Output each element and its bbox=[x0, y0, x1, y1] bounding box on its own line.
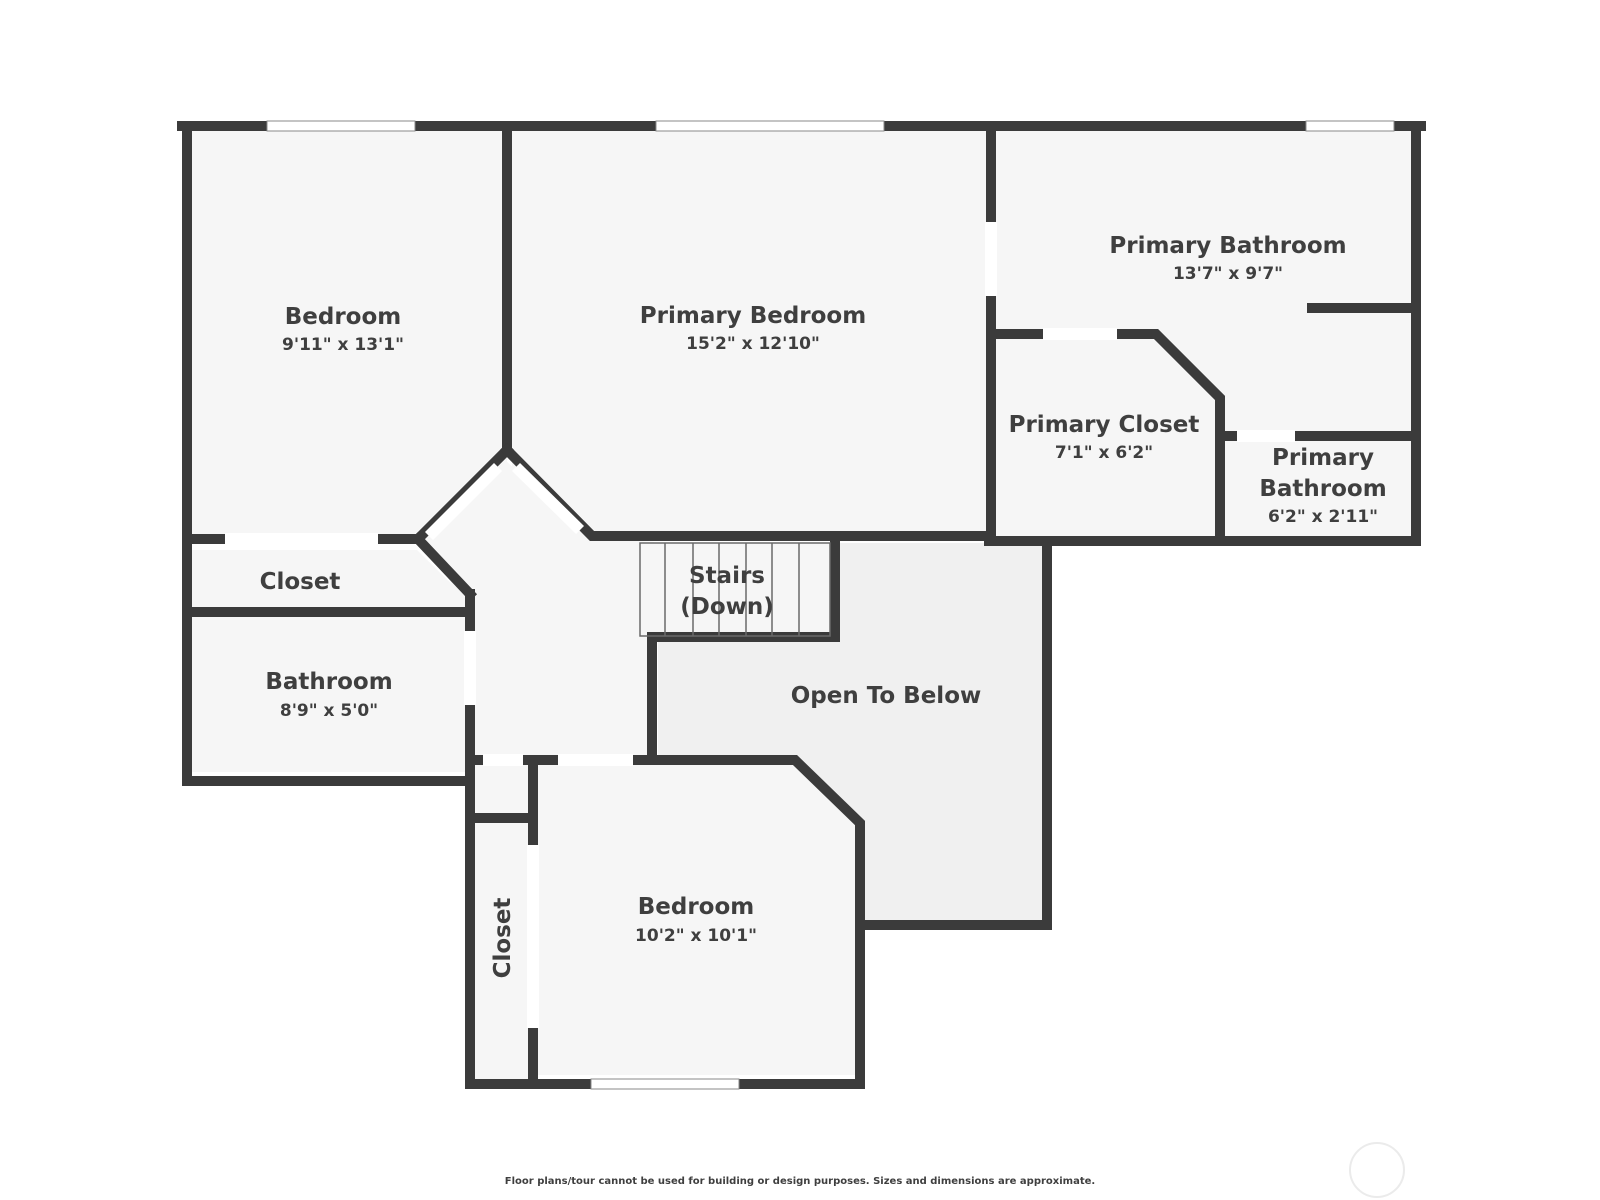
room-name-bathroom: Bathroom bbox=[265, 669, 392, 695]
window-bedroom-s bbox=[590, 1078, 740, 1090]
room-name-primary-bathroom: Primary Bathroom bbox=[1109, 233, 1346, 259]
room-name-stairs-line1: Stairs bbox=[689, 563, 765, 589]
stairs-outline bbox=[639, 542, 831, 637]
room-dims-primary-closet: 7'1" x 6'2" bbox=[1055, 443, 1153, 463]
door-closet-west bbox=[225, 533, 378, 545]
wall-stairs-box bbox=[647, 536, 840, 760]
windows bbox=[266, 120, 1395, 1090]
room-dims-primary-bathroom: 13'7" x 9'7" bbox=[1173, 264, 1283, 284]
open-to-below-fill bbox=[658, 543, 1044, 920]
room-dims-bedroom-nw: 9'11" x 13'1" bbox=[282, 335, 404, 355]
wall-open-below-east bbox=[855, 536, 1052, 930]
room-name-primary-closet: Primary Closet bbox=[1009, 412, 1200, 438]
exterior-wall-west-upper bbox=[182, 121, 472, 786]
room-dims-bedroom-s: 10'2" x 10'1" bbox=[635, 926, 757, 946]
bathroom-fill bbox=[187, 617, 467, 772]
door-primary-closet bbox=[1043, 328, 1117, 340]
door-bedroom-nw bbox=[425, 463, 502, 540]
closet-west-fill bbox=[187, 550, 468, 607]
window-primary-bathroom bbox=[1305, 120, 1395, 132]
hallway-fill bbox=[424, 460, 654, 765]
watermark-logo-icon bbox=[1349, 1142, 1405, 1198]
room-dims-bathroom: 8'9" x 5'0" bbox=[280, 701, 378, 721]
disclaimer-text: Floor plans/tour cannot be used for buil… bbox=[504, 1176, 1096, 1187]
door-bathroom bbox=[464, 631, 476, 705]
room-name-primary-bedroom: Primary Bedroom bbox=[640, 303, 866, 329]
primary-bedroom-fill bbox=[512, 131, 991, 536]
window-primary-bedroom bbox=[655, 120, 885, 132]
bedroom-s-fill bbox=[538, 760, 855, 1075]
room-dims-small-bath: 6'2" x 2'11" bbox=[1268, 507, 1378, 527]
doors bbox=[225, 222, 1295, 1028]
bedroom-nw-fill bbox=[187, 131, 507, 542]
room-name-open-to-below: Open To Below bbox=[791, 683, 982, 709]
room-name-bedroom-nw: Bedroom bbox=[285, 304, 402, 330]
room-name-closet-west: Closet bbox=[260, 569, 341, 595]
door-primary-bedroom-bath bbox=[985, 222, 997, 296]
room-fills bbox=[187, 131, 1416, 1080]
room-name-small-bath-line1: Primary bbox=[1272, 445, 1374, 471]
stairs-graphic bbox=[639, 542, 831, 637]
room-dims-primary-bedroom: 15'2" x 12'10" bbox=[686, 334, 820, 354]
labels: Bedroom 9'11" x 13'1" Primary Bedroom 15… bbox=[260, 233, 1387, 978]
door-small-bath bbox=[1237, 430, 1295, 442]
room-name-small-bath-line2: Bathroom bbox=[1259, 476, 1386, 502]
window-bedroom-nw bbox=[266, 120, 416, 132]
room-name-stairs-line2: (Down) bbox=[680, 594, 774, 620]
door-closet-south bbox=[483, 754, 523, 766]
door-bedroom-s-closet bbox=[527, 845, 539, 1028]
wall-closet-diag bbox=[410, 531, 478, 602]
room-name-closet-south: Closet bbox=[490, 898, 516, 979]
door-bedroom-s bbox=[558, 754, 633, 766]
room-name-bedroom-s: Bedroom bbox=[638, 894, 755, 920]
door-primary-bedroom bbox=[512, 463, 584, 534]
exterior-wall-east bbox=[984, 121, 1421, 546]
